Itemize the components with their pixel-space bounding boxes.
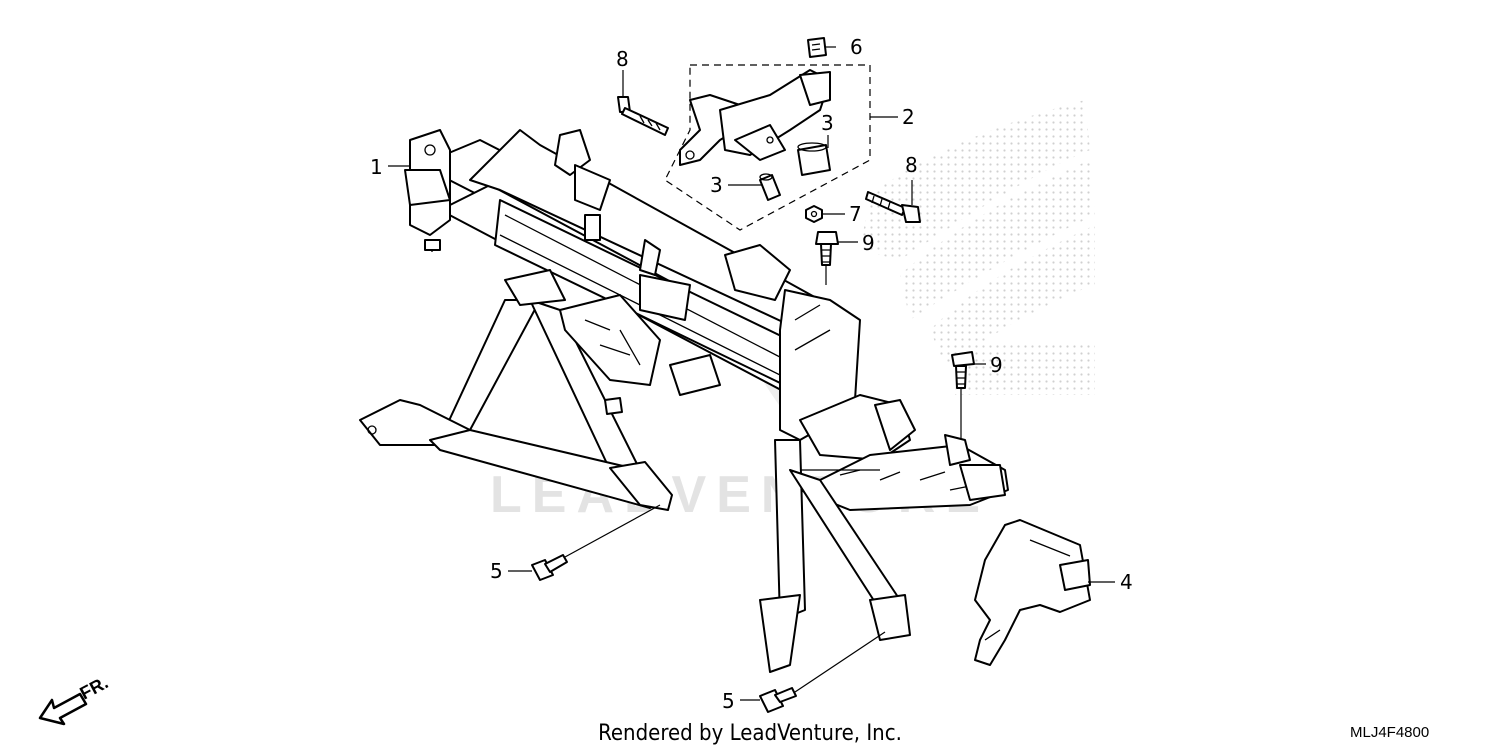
frame-assembly xyxy=(359,129,1009,673)
bolt-8-right xyxy=(865,191,921,223)
collar-3-left xyxy=(759,173,781,201)
bolt-8-left xyxy=(617,96,669,136)
flange-bolt-5-lower xyxy=(759,687,797,713)
flange-bolt-9-lower xyxy=(951,351,975,389)
render-credit: Rendered by LeadVenture, Inc. xyxy=(598,721,902,746)
callout-4: 4 xyxy=(1120,570,1133,594)
callout-3-upper: 3 xyxy=(821,111,834,135)
front-direction-arrow: FR. xyxy=(38,672,111,726)
callout-9-upper: 9 xyxy=(862,231,875,255)
cover-plate-4 xyxy=(974,519,1091,666)
bracket-assembly-2 xyxy=(664,64,871,231)
collar-3-right xyxy=(797,142,831,176)
leader-lines xyxy=(388,46,1115,701)
callout-1: 1 xyxy=(370,155,383,179)
callout-9-lower: 9 xyxy=(990,353,1003,377)
callout-5-lower: 5 xyxy=(722,689,735,713)
flange-bolt-9-upper xyxy=(815,231,839,266)
callout-5-left: 5 xyxy=(490,559,503,583)
flange-bolt-5-left xyxy=(531,554,568,581)
callout-6: 6 xyxy=(850,35,863,59)
clip-6 xyxy=(807,37,827,58)
callout-8-left: 8 xyxy=(616,47,629,71)
diagram-code: MLJ4F4800 xyxy=(1350,724,1429,741)
nut-7 xyxy=(805,205,823,223)
arrow-icon xyxy=(38,692,88,726)
callout-7: 7 xyxy=(849,202,862,226)
callout-2: 2 xyxy=(902,105,915,129)
callout-3-lower: 3 xyxy=(710,173,723,197)
callout-8-right: 8 xyxy=(905,153,918,177)
